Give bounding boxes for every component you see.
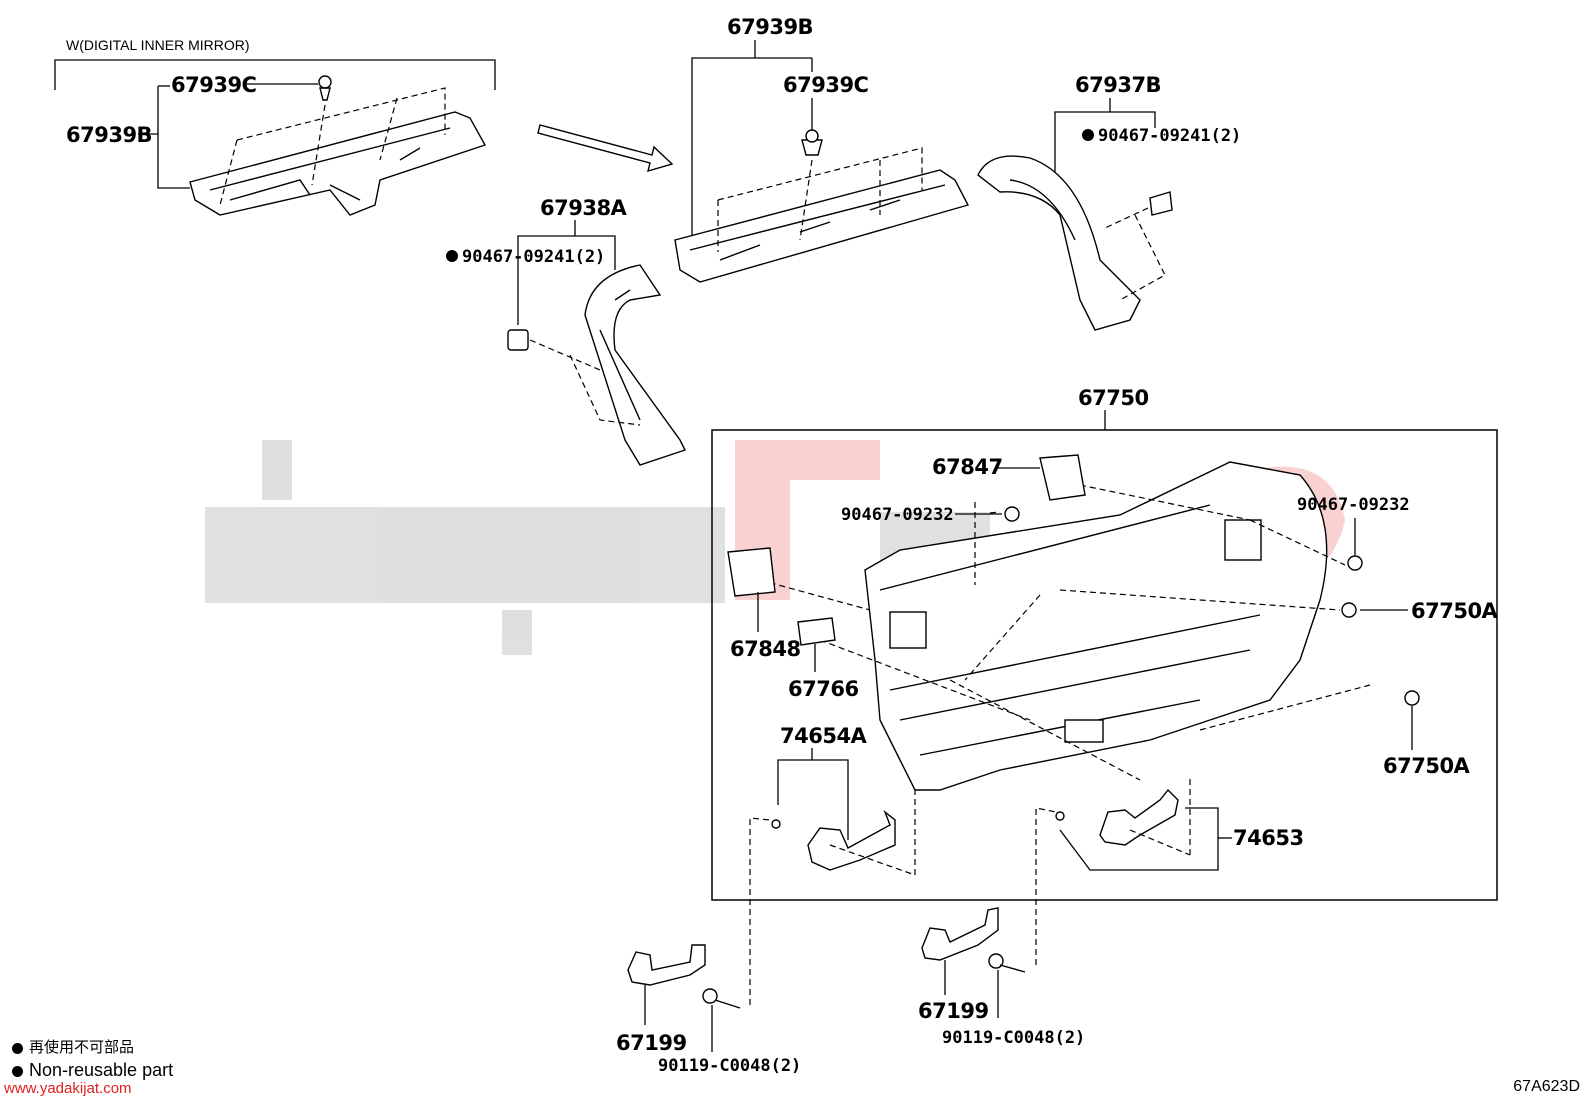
bolt-90119-right [988,953,1026,973]
label-90467-09232-left: 90467-09232 [841,505,954,525]
dashed-lines-center [717,147,923,252]
label-67939C-right: 67939C [783,73,869,97]
part-67199-left-drawing [627,944,706,986]
watermark-logo [205,440,990,655]
label-67937B: 67937B [1075,73,1161,97]
website-link[interactable]: www.yadakijat.com [4,1080,132,1097]
part-67199-right-drawing [921,907,999,961]
legend-cn-text: 再使用不可部品 [29,1039,135,1056]
label-67766: 67766 [788,677,859,701]
label-74654A: 74654A [780,724,868,748]
legend-en-text: Non-reusable part [29,1060,174,1080]
assembly-box-67750 [711,429,1498,901]
clip-67750A-a [1341,602,1357,618]
dashed-lines-67938A [529,339,641,426]
clip-90467-09232-right [1347,555,1363,571]
label-67750: 67750 [1078,386,1149,410]
label-67939B-left: 67939B [66,123,152,147]
label-67750A-b: 67750A [1383,754,1471,778]
label-67847: 67847 [932,455,1003,479]
part-67847-drawing [1039,454,1086,501]
label-67199-left: 67199 [616,1031,687,1055]
part-67937B-drawing [977,155,1173,331]
part-67848-drawing [727,547,776,597]
label-74653: 74653 [1233,826,1304,850]
label-67938A: 67938A [540,196,628,220]
label-67750A-a: 67750A [1411,599,1499,623]
dashed-lines-74653 [1035,775,1191,965]
direction-arrow [537,124,674,173]
dashed-lines-67937B [1104,207,1166,301]
label-67199-right: 67199 [918,999,989,1023]
label-90467-09232-right: 90467-09232 [1297,495,1410,515]
part-67939B-left-drawing [189,75,487,216]
dashed-lines-67750 [759,484,1371,781]
label-90119-right: 90119-C0048(2) [942,1028,1085,1048]
bolt-90119-left [702,988,741,1009]
bullet-icon [12,1042,23,1054]
diagram-code: 67A623D [1513,1078,1580,1095]
dashed-lines-left [219,87,446,206]
note-digital-mirror: W(DIGITAL INNER MIRROR) [66,37,250,53]
label-67939C-left: 67939C [171,73,257,97]
label-90119-left: 90119-C0048(2) [658,1056,801,1076]
clip-67750A-b [1404,690,1420,706]
part-74654A-drawing [771,809,896,871]
bullet-icon [12,1065,23,1077]
dashed-lines-74654A [749,790,916,1005]
part-67766-drawing [797,617,836,646]
clip-90467-09232-left [1004,506,1020,522]
label-90467-09241-b: 90467-09241(2) [462,247,605,267]
label-67848: 67848 [730,637,801,661]
label-90467-09241-a: 90467-09241(2) [1098,126,1241,146]
label-67939B-right: 67939B [727,15,813,39]
legend-non-reusable-en: Non-reusable part [12,1060,173,1081]
part-67938A-drawing [507,264,686,466]
part-67750-back-door-trim [864,461,1328,791]
note-bracket [54,59,496,90]
part-74653-drawing [1055,788,1179,846]
legend-non-reusable-cn: 再使用不可部品 [12,1036,134,1057]
part-67939B-right-drawing [674,129,970,283]
